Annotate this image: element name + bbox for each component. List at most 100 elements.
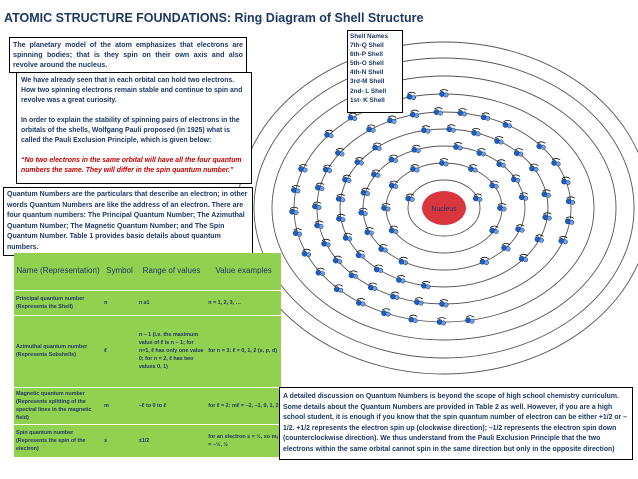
electron-pair <box>354 157 364 166</box>
electron-pair <box>446 124 456 133</box>
electron-pair <box>489 225 499 234</box>
electron-pair <box>381 308 391 317</box>
electron-pair <box>465 315 475 324</box>
electron-pair <box>366 124 376 133</box>
electron-pair <box>315 267 325 277</box>
electron-pair <box>468 164 478 173</box>
electron-pair <box>356 298 366 307</box>
legend-item-l: 2nd- L Shell <box>350 87 387 95</box>
electron-pair <box>518 192 529 201</box>
electron-pair <box>342 174 352 183</box>
pauli-quote: “No two electrons in the same orbital wi… <box>21 157 242 174</box>
cell-examples: for n = 3: ℓ = 0, 1, 2 (s, p, d) <box>206 315 281 388</box>
electron-pair <box>439 89 449 98</box>
electron-pair <box>510 174 521 183</box>
electron-pair <box>436 317 447 326</box>
electron-pair <box>564 216 575 225</box>
table-header-row: Name (Representation) Symbol Range of va… <box>14 253 281 291</box>
electron-pair <box>515 224 525 233</box>
electron-pair <box>355 250 366 259</box>
electron-pair <box>542 212 552 221</box>
electron-pair <box>396 275 406 284</box>
electron-pair <box>408 314 418 324</box>
header-range: Range of values <box>136 253 207 291</box>
electron-pair <box>388 154 398 163</box>
table-row: Magnetic quantum number (Represents spli… <box>14 387 281 425</box>
electron-pair <box>494 136 504 145</box>
electron-pair <box>390 291 400 300</box>
electron-pair <box>381 203 391 212</box>
cell-range: n – 1 (i.e. the maximum value of ℓ is n … <box>136 315 207 388</box>
electron-pair <box>453 142 463 151</box>
electron-pair <box>409 109 420 119</box>
cell-range: ±1/2 <box>136 424 207 458</box>
cell-name: Spin quantum number (Represents the spin… <box>14 424 103 458</box>
quantum-numbers-intro: Quantum Numbers are the particulars that… <box>3 187 253 256</box>
cell-examples: for ℓ = 2: mℓ = –2, –1, 0, 1, 2 <box>206 387 281 425</box>
legend-item-n: 4th-N Shell <box>350 69 384 77</box>
table-row: Spin quantum number (Represents the spin… <box>14 424 281 458</box>
electron-pair <box>433 107 443 116</box>
electron-pair <box>561 176 571 185</box>
legend-item-p: 6th-P Shell <box>350 51 383 59</box>
cell-range: n ≥1 <box>136 290 207 316</box>
electron-pair <box>551 158 561 167</box>
cell-examples: n = 1, 2, 3, … <box>206 290 281 316</box>
legend-heading: Shell Names <box>350 33 389 40</box>
electron-pair <box>371 169 381 178</box>
electron-pair <box>364 227 374 236</box>
table-row: Principal quantum number (Represents the… <box>14 290 281 316</box>
electron-pair <box>292 228 303 237</box>
electron-pair <box>324 129 334 139</box>
electron-pair <box>472 193 483 202</box>
page-title: ATOMIC STRUCTURE FOUNDATIONS: Ring Diagr… <box>4 11 424 25</box>
spin-discussion-text: A detailed discussion on Quantum Numbers… <box>279 387 633 460</box>
cell-name: Magnetic quantum number (Represents spli… <box>14 387 103 425</box>
electron-pair <box>321 238 331 248</box>
electron-pair <box>565 196 576 205</box>
electron-pair <box>502 119 512 129</box>
electron-pair <box>372 142 382 151</box>
legend-item-q: 7th-Q Shell <box>350 42 384 50</box>
electron-pair <box>312 201 322 210</box>
shell-names-legend: Shell Names 7th-Q Shell 6th-P Shell 5th-… <box>347 30 403 113</box>
shell-ring <box>339 128 549 288</box>
electron-pair <box>480 112 491 121</box>
electron-pair <box>315 182 325 192</box>
electron-pair <box>298 164 308 173</box>
electron-pair <box>358 207 368 217</box>
intro-text: The planetary model of the atom emphasiz… <box>9 37 247 73</box>
pauli-paragraph-2: In order to explain the stability of spi… <box>21 117 240 144</box>
electron-pair <box>322 164 333 173</box>
electron-pair <box>342 232 353 242</box>
electron-pair <box>414 297 424 306</box>
electron-pair <box>405 193 415 202</box>
legend-item-o: 5th-O Shell <box>350 60 384 68</box>
electron-pair <box>457 108 467 117</box>
electron-pair <box>388 225 399 234</box>
electron-pair <box>534 234 544 243</box>
shell-ring <box>253 57 635 359</box>
quantum-numbers-table: Name (Representation) Symbol Range of va… <box>14 253 281 458</box>
electron-pair <box>518 253 529 263</box>
electron-pair <box>398 256 408 266</box>
electron-pair <box>501 242 511 252</box>
electron-pair <box>289 206 299 216</box>
cell-symbol: n <box>102 290 137 316</box>
electron-pair <box>529 163 539 172</box>
electron-pair <box>347 112 358 122</box>
legend-item-k: 1st- K Shell <box>350 96 385 104</box>
cell-name: Azimuthal quantum number (Represents Sub… <box>14 315 103 388</box>
nucleus <box>422 191 466 225</box>
electron-pair <box>335 148 345 157</box>
electron-pair <box>421 280 431 290</box>
electron-markers <box>289 89 576 326</box>
electron-pair <box>541 189 551 198</box>
electron-pair <box>410 164 420 173</box>
electron-pair <box>378 244 388 253</box>
electron-pair <box>471 127 481 137</box>
electron-pair <box>439 158 449 167</box>
electron-pair <box>421 125 431 134</box>
header-examples: Value examples <box>206 253 281 291</box>
pauli-paragraph-1: We have already seen that in each orbita… <box>21 77 243 104</box>
